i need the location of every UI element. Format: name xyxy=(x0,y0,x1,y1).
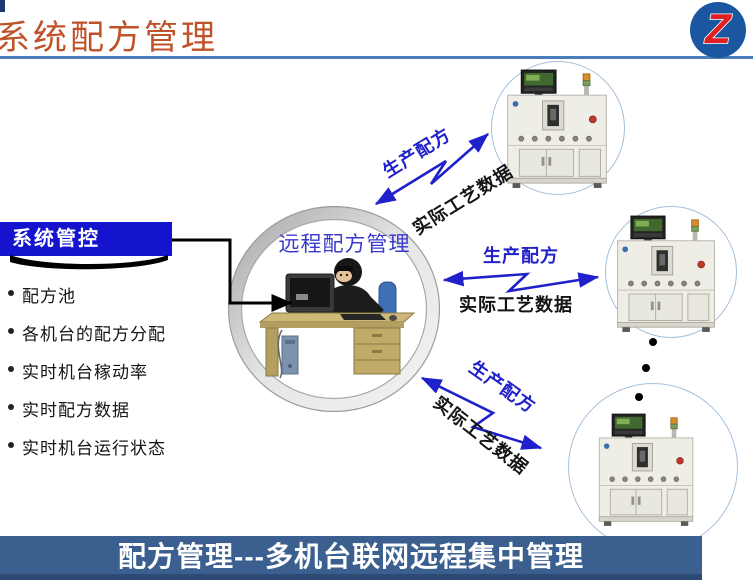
footer-banner: 配方管理---多机台联网远程集中管理 xyxy=(0,536,702,580)
ellipsis-dot xyxy=(642,364,650,372)
banner-ribbon-shadow xyxy=(10,255,168,270)
bullet-text: 实时机台运行状态 xyxy=(22,439,166,458)
list-item: 各机台的配方分配 xyxy=(4,320,239,345)
bullet-icon xyxy=(8,366,14,372)
bullet-text: 配方池 xyxy=(22,287,76,306)
list-item: 实时配方数据 xyxy=(4,396,239,421)
list-item: 实时机台运行状态 xyxy=(4,434,239,459)
bullet-text: 实时机台稼动率 xyxy=(22,363,148,382)
actual-label-middle: 实际工艺数据 xyxy=(459,294,573,315)
central-ring-label: 远程配方管理 xyxy=(278,232,411,256)
bullet-text: 各机台的配方分配 xyxy=(22,325,166,344)
ellipsis-dot xyxy=(635,393,643,401)
bullet-text: 实时配方数据 xyxy=(22,401,130,420)
title-underline xyxy=(0,56,753,59)
produce-label-bottom: 生产配方 xyxy=(466,356,540,417)
bullet-icon xyxy=(8,404,14,410)
corner-accent-bar xyxy=(0,0,5,12)
machine-photo-middle xyxy=(617,215,715,333)
feature-bullet-list: 配方池 各机台的配方分配 实时机台稼动率 实时配方数据 实时机台运行状态 xyxy=(4,282,239,472)
bullet-icon xyxy=(8,328,14,334)
company-logo-icon: Z xyxy=(690,2,746,58)
bullet-icon xyxy=(8,442,14,448)
bullet-icon xyxy=(8,290,14,296)
link-arrow-middle xyxy=(442,270,600,293)
system-control-banner: 系统管控 xyxy=(0,222,172,256)
machine-photo-top xyxy=(507,69,607,189)
list-item: 配方池 xyxy=(4,282,239,307)
produce-label-middle: 生产配方 xyxy=(483,245,559,266)
machine-photo-bottom xyxy=(598,413,694,527)
ellipsis-dot xyxy=(649,338,657,346)
central-ring xyxy=(228,206,440,412)
logo-letter: Z xyxy=(704,5,732,52)
link-arrow-top xyxy=(374,133,489,206)
remote-operator-illustration xyxy=(258,258,416,379)
footer-accent-strip xyxy=(0,574,702,580)
list-item: 实时机台稼动率 xyxy=(4,358,239,383)
page-title: 系统配方管理 xyxy=(0,20,218,57)
actual-label-bottom: 实际工艺数据 xyxy=(430,392,533,479)
produce-label-top: 生产配方 xyxy=(379,123,455,181)
